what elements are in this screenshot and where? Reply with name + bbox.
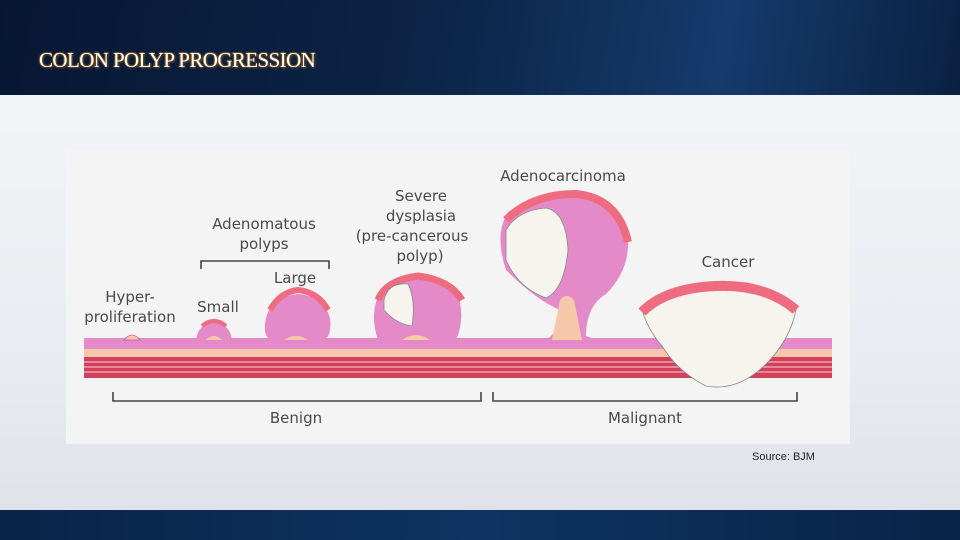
- footer-bar: [0, 510, 960, 540]
- hyperproliferation-label: Hyper-: [105, 288, 155, 306]
- title-bar: COLON POLYP PROGRESSION: [0, 0, 960, 95]
- mucosa-layer: [84, 338, 832, 349]
- adenocarcinoma-label: Adenocarcinoma: [500, 167, 626, 185]
- cancer-label: Cancer: [702, 253, 756, 271]
- severe-dysplasia-label-4: polyp): [396, 247, 443, 265]
- hyperproliferation-bump: [123, 334, 141, 341]
- source-caption: Source: BJM: [752, 451, 815, 463]
- slide-title: COLON POLYP PROGRESSION: [39, 48, 316, 72]
- severe-dysplasia-label: Severe: [395, 187, 447, 205]
- malignant-bracket: [492, 392, 798, 402]
- large-label: Large: [274, 269, 316, 287]
- polyp-progression-diagram: Hyper- proliferation Adenomatous polyps …: [66, 150, 850, 444]
- small-label: Small: [197, 298, 239, 316]
- adenocarcinoma-polyp: [500, 189, 632, 340]
- severe-dysplasia-polyp: [373, 272, 466, 340]
- malignant-label: Malignant: [608, 409, 682, 427]
- benign-label: Benign: [270, 409, 322, 427]
- adenomatous-label: Adenomatous: [212, 215, 316, 233]
- adenomatous-bracket: [200, 260, 330, 269]
- hyperproliferation-label-2: proliferation: [84, 308, 175, 326]
- adenomatous-label-2: polyps: [239, 235, 288, 253]
- submucosa-layer: [84, 348, 832, 357]
- large-polyp: [264, 286, 331, 340]
- severe-dysplasia-label-3: (pre-cancerous: [356, 227, 469, 245]
- benign-bracket: [112, 392, 482, 402]
- invasive-cancer: [638, 280, 800, 388]
- small-polyp: [196, 319, 232, 340]
- severe-dysplasia-label-2: dysplasia: [386, 207, 456, 225]
